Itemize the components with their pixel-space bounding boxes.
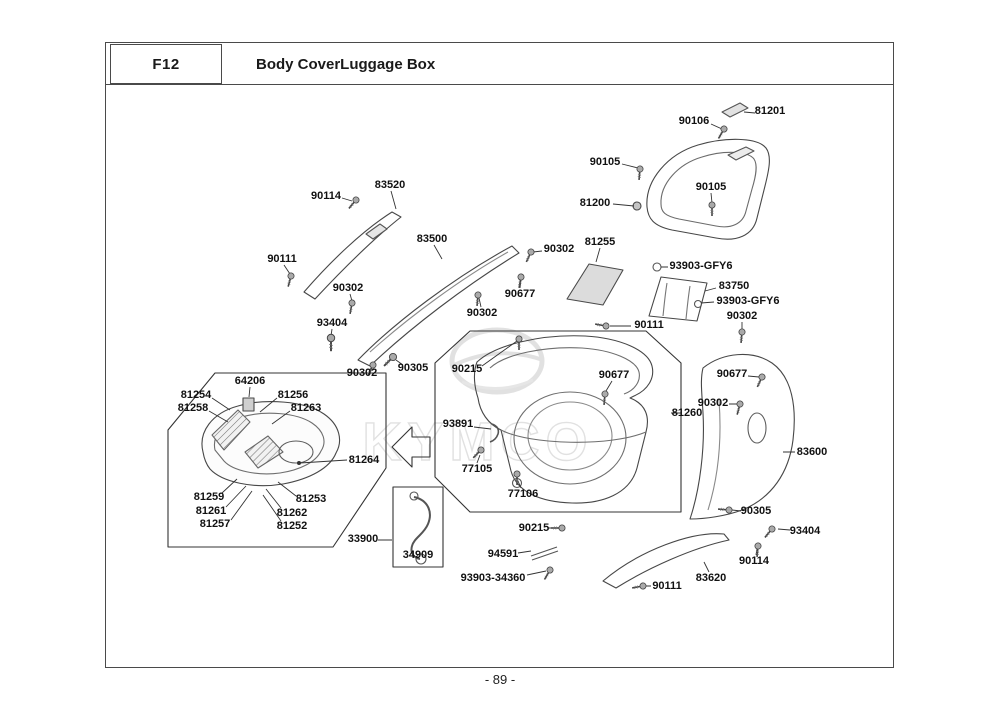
watermark-text: KYMCO bbox=[363, 412, 594, 472]
page-number: - 89 - bbox=[484, 672, 516, 687]
section-code: F12 bbox=[152, 55, 180, 73]
parts-outlines bbox=[167, 102, 795, 589]
diagram-frame: F12 Body CoverLuggage Box bbox=[105, 42, 894, 668]
page-title: Body CoverLuggage Box bbox=[256, 55, 436, 73]
watermark-logo: KYMCO bbox=[362, 327, 594, 473]
header-bar: F12 Body CoverLuggage Box bbox=[106, 43, 893, 85]
section-code-box: F12 bbox=[110, 44, 222, 84]
leader-lines bbox=[208, 111, 795, 587]
